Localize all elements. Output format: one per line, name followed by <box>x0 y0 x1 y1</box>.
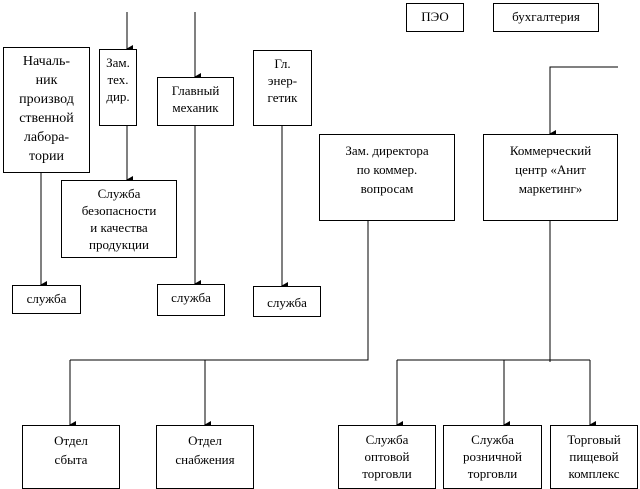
node-supply-dept: Отдел снабжения <box>156 425 254 489</box>
label: ПЭО <box>421 9 449 24</box>
node-accounting: бухгалтерия <box>493 3 599 32</box>
label: снабжения <box>175 452 235 467</box>
label: Гл. <box>274 56 291 71</box>
label: вопросам <box>360 181 414 196</box>
label: торговли <box>362 466 412 481</box>
node-wholesale: Служба оптовой торговли <box>338 425 436 489</box>
label: сбыта <box>54 452 88 467</box>
line-deputy-commercial-branch <box>70 220 369 361</box>
node-service-3: служба <box>253 286 321 317</box>
label: маркетинг» <box>518 181 583 196</box>
node-deputy-tech: Зам. тех. дир. <box>99 49 137 126</box>
label: по коммер. <box>356 162 418 177</box>
label: безопасности <box>81 203 157 218</box>
label: служба <box>26 291 67 306</box>
label: ственной <box>19 111 74 126</box>
node-commercial-center: Коммерческий центр «Анит маркетинг» <box>483 134 618 221</box>
label: Зам. <box>106 55 130 70</box>
label: служба <box>267 295 307 310</box>
node-security-quality: Служба безопасности и качества продукции <box>61 180 177 258</box>
label: розничной <box>462 449 522 464</box>
label: Главный <box>171 83 220 98</box>
arrow-to-commercial-center <box>549 66 618 138</box>
label: Отдел <box>54 433 88 448</box>
label: энер- <box>267 73 298 88</box>
label: дир. <box>106 89 130 104</box>
label: Служба <box>97 186 141 201</box>
node-sales-dept: Отдел сбыта <box>22 425 120 489</box>
label: бухгалтерия <box>512 9 580 24</box>
label: продукции <box>89 237 149 252</box>
label: Служба <box>365 432 409 447</box>
node-service-2: служба <box>157 284 225 316</box>
node-deputy-commercial: Зам. директора по коммер. вопросам <box>319 134 455 221</box>
node-service-1: служба <box>12 285 81 314</box>
label: Коммерческий <box>509 143 592 158</box>
node-lab-head: Началь-ник производ ственной лабора-тории <box>3 47 90 173</box>
label: Служба <box>471 432 514 447</box>
node-peo: ПЭО <box>406 3 464 32</box>
label: гетик <box>267 90 298 105</box>
label: механик <box>172 100 219 115</box>
label: торговли <box>467 466 518 481</box>
label: производ <box>19 92 74 107</box>
label: пищевой <box>569 449 619 464</box>
label: тех. <box>107 72 129 87</box>
label: лабора- <box>23 130 70 145</box>
label: и качества <box>90 220 148 235</box>
label: ник <box>35 73 58 88</box>
node-food-complex: Торговый пищевой комплекс <box>550 425 638 489</box>
label: Зам. директора <box>345 143 429 158</box>
label: комплекс <box>568 466 620 481</box>
label: Торговый <box>567 432 621 447</box>
node-chief-energy: Гл. энер-гетик <box>253 50 312 126</box>
label: Отдел <box>188 433 222 448</box>
label: центр «Анит <box>515 162 586 177</box>
label: оптовой <box>364 449 410 464</box>
label: тории <box>29 149 64 164</box>
node-chief-mechanic: Главный механик <box>157 77 234 126</box>
label: служба <box>171 290 211 305</box>
label: Началь- <box>22 54 71 69</box>
node-retail: Служба розничной торговли <box>443 425 542 489</box>
